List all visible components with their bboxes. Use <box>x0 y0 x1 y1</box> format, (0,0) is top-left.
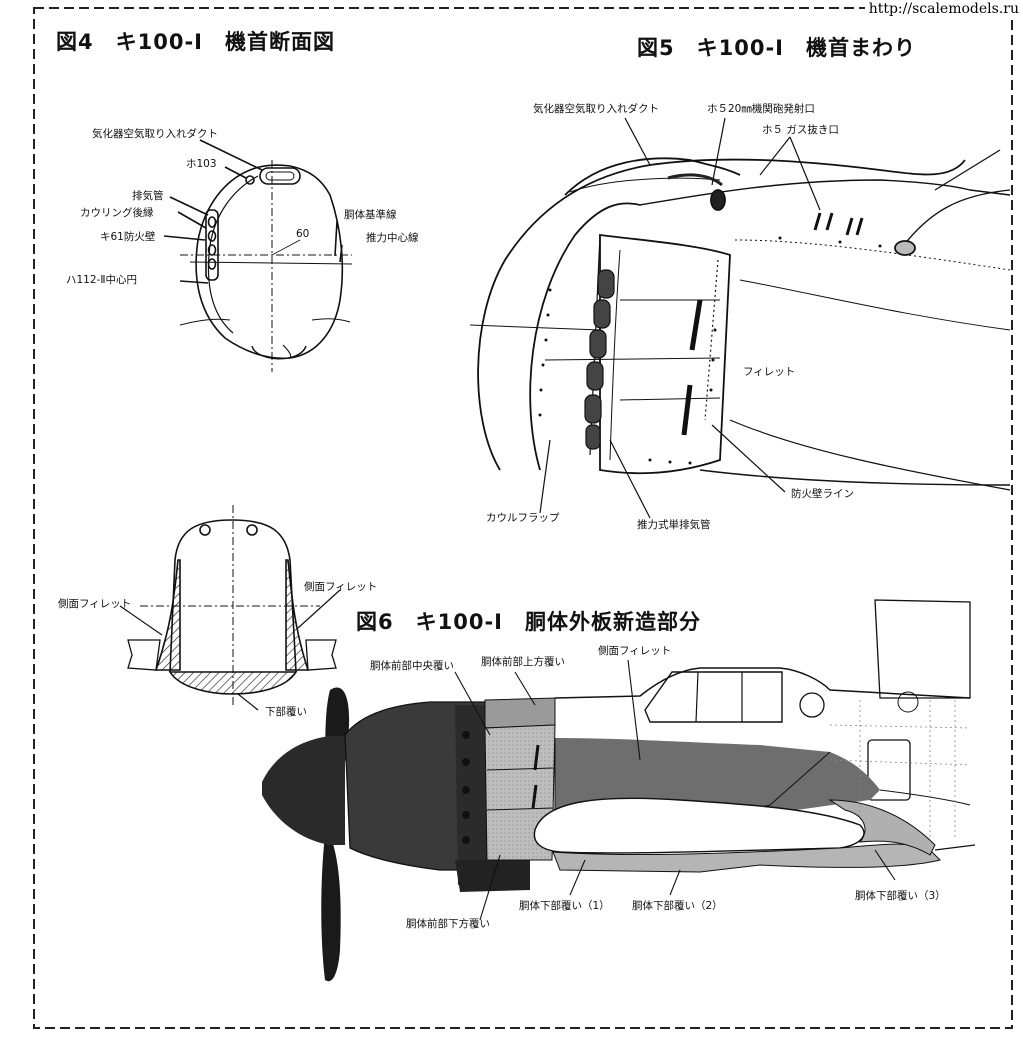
fig6-label-front-center: 胴体前部中央覆い <box>370 660 454 672</box>
fig4-label-thrust-line: 推力中心線 <box>366 232 419 244</box>
fig4-label-exhaust: 排気管 <box>132 190 164 202</box>
fig4-fillet-section <box>119 505 341 711</box>
fig6-label-front-lower: 胴体前部下方覆い <box>406 918 490 930</box>
fig5-label-gas-vent: ホ５ ガス抜き口 <box>762 124 839 136</box>
fig5-label-firewall-line: 防火壁ライン <box>791 488 854 500</box>
fig5-title: 図5 キ100-Ⅰ 機首まわり <box>637 36 916 60</box>
page-border <box>33 7 1013 1029</box>
fig4-label-ki61-firewall: キ61防火壁 <box>100 231 156 243</box>
fig6-label-lower-2: 胴体下部覆い（2） <box>632 900 723 912</box>
fig5-label-intake-duct: 気化器空気取り入れダクト <box>533 103 659 115</box>
fig6-label-front-upper: 胴体前部上方覆い <box>481 656 565 668</box>
fig6-side-view <box>262 599 976 982</box>
fig5-nose-view <box>469 117 1011 519</box>
fig4-label-intake-duct: 気化器空気取り入れダクト <box>92 128 218 140</box>
fig4-label-fuselage-datum: 胴体基準線 <box>344 209 397 221</box>
fig4-label-fillet-left: 側面フィレット <box>58 598 132 610</box>
fig4-label-fillet-right: 側面フィレット <box>304 581 378 593</box>
fig4-label-lower-cover: 下部覆い <box>265 706 307 718</box>
fig4-label-angle-60: 60 <box>296 228 310 240</box>
fig6-label-side-fillet: 側面フィレット <box>598 645 672 657</box>
fig4-label-ho103: ホ103 <box>186 158 217 170</box>
fig4-label-cowling-edge: カウリング後縁 <box>80 207 154 219</box>
fig4-title: 図4 キ100-Ⅰ 機首断面図 <box>56 30 335 54</box>
fig4-cross-section <box>163 139 353 372</box>
fig5-label-gun-port: ホ５20㎜機関砲発射口 <box>707 103 815 115</box>
fig6-label-lower-3: 胴体下部覆い（3） <box>855 890 946 902</box>
watermark: http://scalemodels.ru <box>864 0 1023 18</box>
fig6-title: 図6 キ100-Ⅰ 胴体外板新造部分 <box>356 610 701 634</box>
fig4-label-ha112-circle: ハ112-Ⅱ中心円 <box>66 274 137 286</box>
fig5-label-cowl-flap: カウルフラップ <box>486 512 560 524</box>
fig5-label-fillet: フィレット <box>743 366 796 378</box>
fig6-label-lower-1: 胴体下部覆い（1） <box>519 900 610 912</box>
fig5-label-thrust-exhaust: 推力式単排気管 <box>637 519 711 531</box>
